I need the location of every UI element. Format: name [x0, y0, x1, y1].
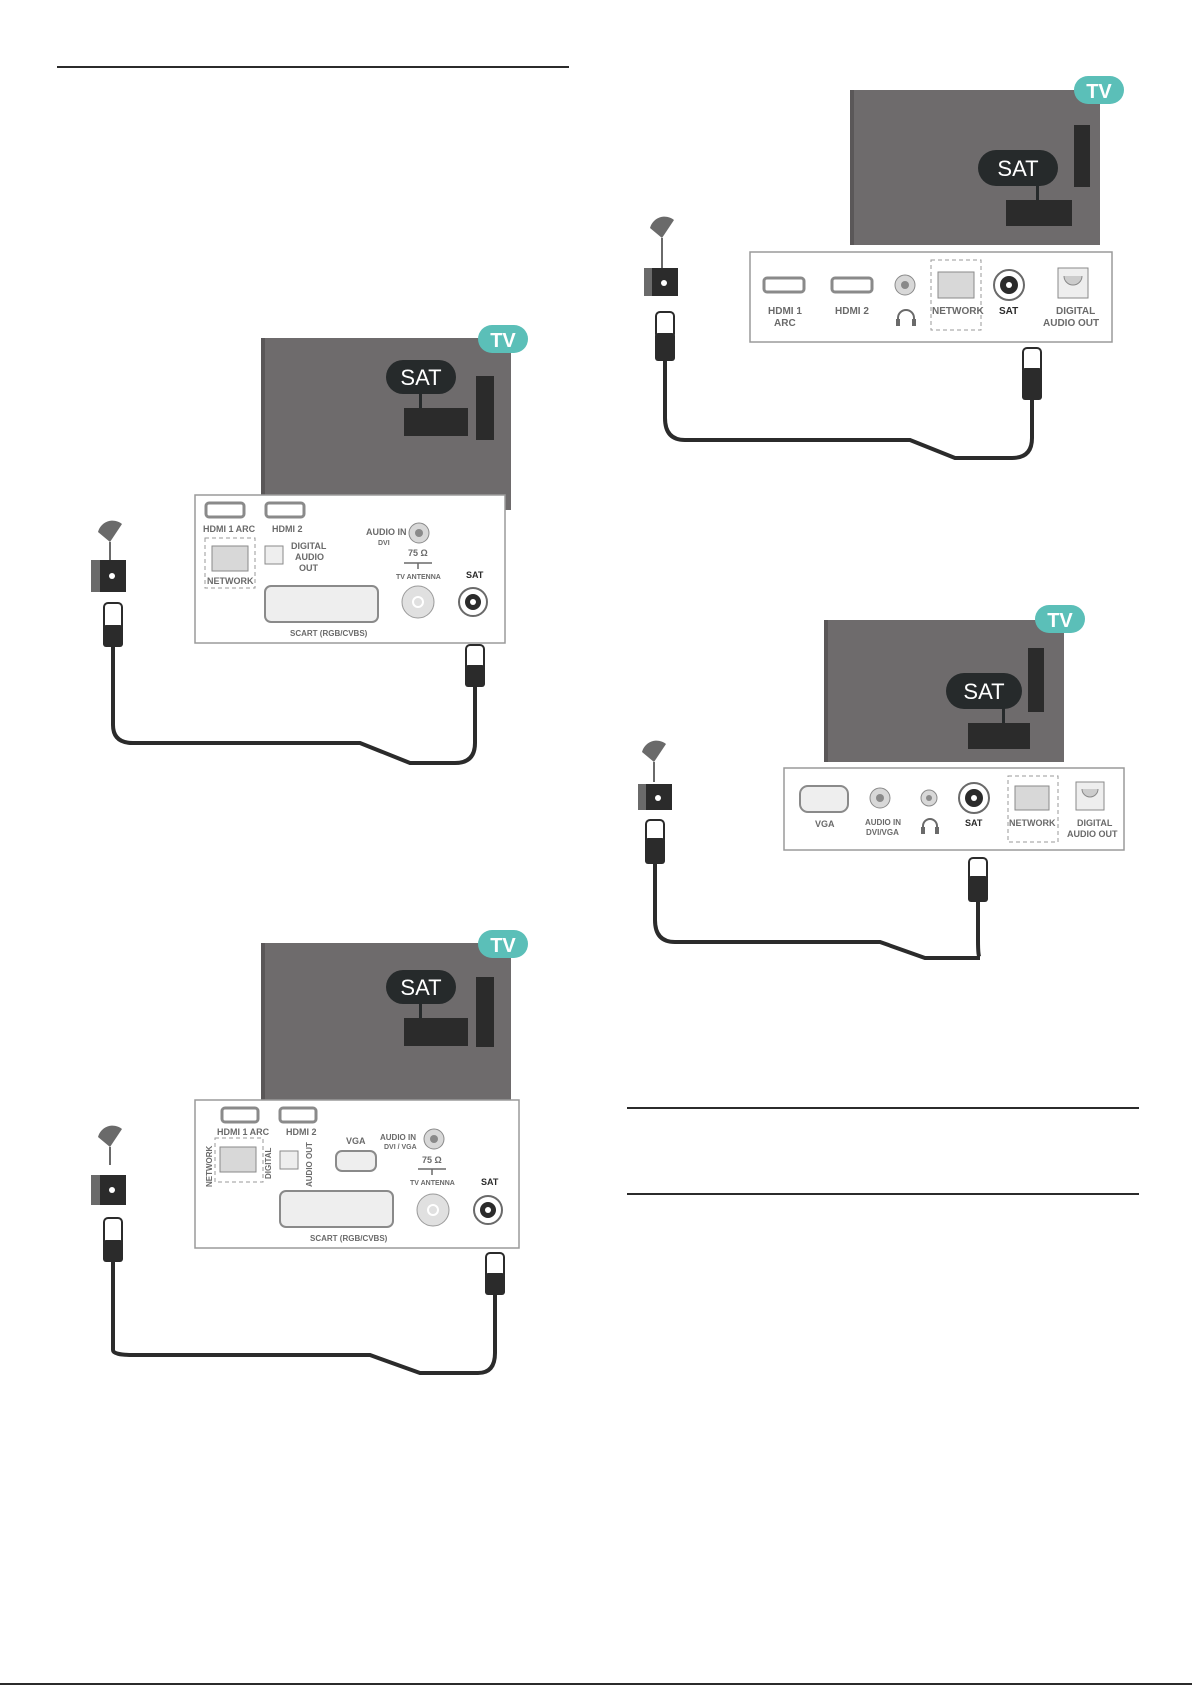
vga-label: VGA [346, 1136, 366, 1146]
scart-port [279, 1190, 394, 1228]
cable-plug-left [103, 602, 123, 647]
hdmi2-label: HDMI 2 [835, 306, 869, 317]
vga-label: VGA [815, 819, 835, 829]
ohm-label: 75 Ω [422, 1155, 442, 1165]
satellite-connection-diagram-1: TV SAT HDMI 1 ARC HDMI 2 NETWORK DIGITAL… [91, 325, 528, 765]
digital-label-3: OUT [299, 563, 319, 573]
sat-bubble: SAT [946, 673, 1022, 709]
cable-plug-left [103, 1217, 123, 1262]
antenna-label: TV ANTENNA [396, 574, 441, 581]
hdmi1-label-a: HDMI 1 [768, 306, 802, 317]
cable-plug-right [465, 644, 485, 687]
coax-cable [111, 645, 477, 765]
satellite-connection-diagram-2: TV SAT HDMI 1 ARC HDMI 2 NETWORK DIGITAL… [91, 930, 528, 1375]
tv-badge: TV [1035, 605, 1085, 633]
ohm-label: 75 Ω [408, 548, 428, 558]
sat-bubble-label: SAT [963, 679, 1004, 704]
satellite-dish-icon [644, 216, 678, 296]
dvi-vga-label: DVI / VGA [384, 1144, 417, 1151]
audio-in-label-2: DVI/VGA [866, 828, 899, 837]
antenna-label: TV ANTENNA [410, 1180, 455, 1187]
tv-badge-label: TV [490, 935, 516, 957]
sat-port-label: SAT [965, 818, 983, 828]
sat-bubble: SAT [386, 360, 456, 394]
audio-in-label: AUDIO IN [380, 1133, 416, 1142]
audio-in-label-1: AUDIO IN [865, 818, 901, 827]
sat-bubble-label: SAT [400, 365, 441, 390]
satellite-dish-icon [638, 740, 672, 810]
tv-badge: TV [1074, 76, 1124, 104]
sat-bubble: SAT [386, 970, 456, 1004]
cable-plug-right [1022, 347, 1042, 400]
digital-label-1: DIGITAL [1077, 818, 1113, 828]
scart-port [264, 585, 379, 623]
satellite-dish-icon [91, 520, 126, 592]
rf-connector-icon [416, 1193, 450, 1227]
digital-label-2: AUDIO [295, 552, 324, 562]
network-port [214, 1137, 264, 1183]
tv-badge-label: TV [1047, 610, 1073, 632]
digital-label-1: DIGITAL [1056, 306, 1095, 317]
cable-plug-right [968, 857, 988, 902]
satellite-connection-diagram-4: TV SAT VGA AUDIO IN DVI/VGA SAT NETWORK … [638, 605, 1125, 960]
scart-label: SCART (RGB/CVBS) [310, 1234, 388, 1243]
sat-port-label: SAT [999, 306, 1018, 317]
tv-badge-label: TV [490, 330, 516, 352]
network-label: NETWORK [1009, 818, 1056, 828]
network-port [1007, 775, 1059, 843]
rf-connector-icon [401, 585, 435, 619]
sat-bubble: SAT [978, 150, 1058, 186]
hdmi2-label: HDMI 2 [286, 1127, 317, 1137]
vga-port [799, 785, 849, 813]
hdmi1-label: HDMI 1 ARC [217, 1127, 270, 1137]
network-label: NETWORK [205, 1145, 214, 1187]
network-port [930, 259, 982, 331]
hdmi2-label: HDMI 2 [272, 524, 303, 534]
audio-in-label: AUDIO IN [366, 527, 407, 537]
digital-label: DIGITAL [264, 1147, 273, 1179]
coax-cable [663, 360, 1034, 460]
cable-plug-right [485, 1252, 505, 1295]
digital-label-1: DIGITAL [291, 541, 327, 551]
headphones-icon [896, 309, 916, 326]
satellite-connection-diagram-3: TV SAT HDMI 1 ARC HDMI 2 NETWORK SAT DIG… [644, 76, 1124, 460]
tv-badge-label: TV [1086, 81, 1112, 103]
network-label: NETWORK [207, 576, 254, 586]
sat-port-label: SAT [466, 570, 484, 580]
digital-label-2: AUDIO OUT [1067, 829, 1118, 839]
hdmi1-label: HDMI 1 ARC [203, 524, 256, 534]
coax-cable [111, 1260, 497, 1375]
top-left-rule [57, 66, 569, 68]
coax-cable [653, 862, 982, 960]
section-rule-upper [627, 1107, 1139, 1109]
section-rule-lower [627, 1193, 1139, 1195]
audio-out-label: AUDIO OUT [305, 1142, 314, 1187]
headphones-icon [921, 818, 939, 834]
scart-label: SCART (RGB/CVBS) [290, 629, 368, 638]
tv-body [261, 943, 511, 1115]
sat-bubble-label: SAT [400, 975, 441, 1000]
satellite-dish-icon [91, 1125, 126, 1205]
tv-body [261, 338, 511, 510]
digital-label-2: AUDIO OUT [1043, 318, 1099, 329]
tv-badge: TV [478, 930, 528, 958]
sat-bubble-label: SAT [997, 156, 1038, 181]
tv-badge: TV [478, 325, 528, 353]
hdmi1-label-b: ARC [774, 318, 796, 329]
network-port [204, 537, 256, 589]
cable-plug-left [645, 819, 665, 864]
network-label: NETWORK [932, 306, 984, 317]
cable-plug-left [655, 311, 675, 361]
dvi-label: DVI [378, 540, 390, 547]
vga-port [335, 1150, 377, 1172]
sat-port-label: SAT [481, 1177, 499, 1187]
page-bottom-rule [0, 1683, 1192, 1685]
